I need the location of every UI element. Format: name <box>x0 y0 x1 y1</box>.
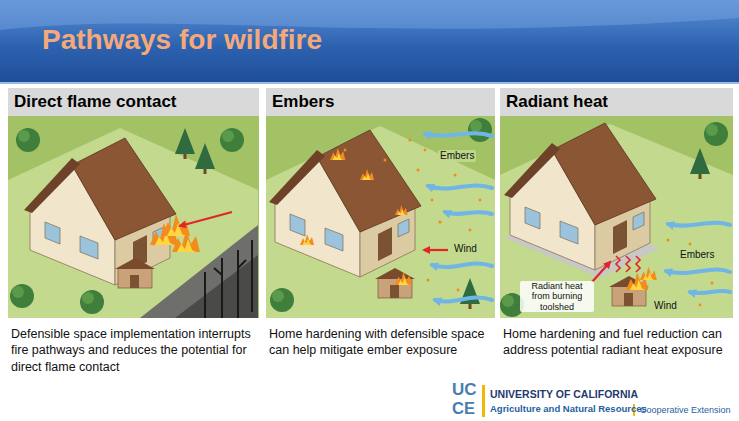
flame-contact-scene <box>8 116 259 318</box>
logo-mark: CE <box>452 399 475 418</box>
logo-mark: UC <box>452 380 477 400</box>
radiant-heat-scene <box>500 116 733 318</box>
slide-title: Pathways for wildfire <box>42 24 322 56</box>
logo-text: Agriculture and Natural Resources <box>490 404 647 415</box>
panel-caption: Home hardening and fuel reduction can ad… <box>500 326 733 359</box>
pathway-label: Wind <box>652 300 679 312</box>
panel-caption: Home hardening with defensible space can… <box>266 326 495 359</box>
panel-heading: Embers <box>266 88 495 116</box>
logo-text: UNIVERSITY OF CALIFORNIA <box>490 388 638 400</box>
pathway-label: Embers <box>438 150 476 162</box>
header-band <box>0 0 739 84</box>
logo-text: Cooperative Extension <box>640 405 731 415</box>
pathway-panel: Direct flame contactDefensible space imp… <box>8 88 259 375</box>
pathway-panel: Radiant heatHome hardening and fuel redu… <box>500 88 733 359</box>
panel-heading: Direct flame contact <box>8 88 259 116</box>
pathway-label: Embers <box>678 249 716 261</box>
pathway-label: Wind <box>452 243 479 255</box>
pathway-label: Radiant heat from burning toolshed <box>520 281 594 312</box>
pathway-panel: EmbersHome hardening with defensible spa… <box>266 88 495 359</box>
ember-scene <box>266 116 495 318</box>
panel-caption: Defensible space implementation interrup… <box>8 326 259 375</box>
panel-heading: Radiant heat <box>500 88 733 116</box>
